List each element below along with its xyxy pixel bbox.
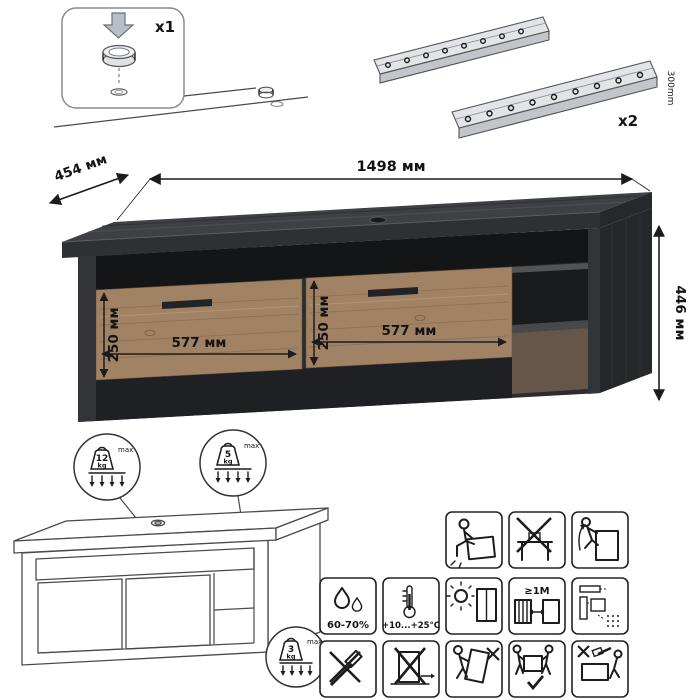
drawer-slide-icon xyxy=(451,60,658,139)
shelf-limit-note: max xyxy=(244,442,259,450)
width-label: 1498 мм xyxy=(356,159,425,175)
no-tools-icon xyxy=(319,640,377,698)
load-limit-shelf: 5 kg max xyxy=(199,429,267,497)
load-limit-top: 12 kg max xyxy=(73,433,141,501)
dimension-drawer1-width: 577 мм xyxy=(101,335,297,359)
top-limit-unit: kg xyxy=(98,462,107,470)
cam-qty-label: x1 xyxy=(155,18,175,36)
drawer1-height-label: 250 мм xyxy=(106,308,122,363)
top-panel xyxy=(61,192,652,258)
distributed-load-arrows xyxy=(215,471,251,483)
tv-stand-render xyxy=(61,192,652,422)
no-climbing-icon xyxy=(571,511,629,569)
dimension-drawer2-width: 577 мм xyxy=(311,323,507,347)
distance-label: ≥1M xyxy=(524,586,549,597)
dimension-depth: 454 мм xyxy=(48,151,130,205)
heat-distance-icon: ≥1M xyxy=(508,577,566,635)
distributed-load-arrows xyxy=(89,475,125,487)
top-limit-value: 12 xyxy=(96,454,109,464)
right-side-panel xyxy=(600,208,652,393)
drawer-limit-value: 3 xyxy=(288,645,294,655)
drawer-handle-icon xyxy=(162,299,212,309)
dimension-drawer2-height: 250 мм xyxy=(309,280,332,366)
tv-stand-outline xyxy=(13,507,329,666)
base-band xyxy=(96,357,512,421)
load-limit-drawer: 3 kg max xyxy=(265,626,327,688)
cam-on-panel-icon xyxy=(258,86,284,107)
drawer-front-left xyxy=(95,278,303,381)
top-limit-note: max xyxy=(118,446,133,454)
temperature-icon: +10...+25°C xyxy=(382,577,440,635)
left-panel-edge xyxy=(78,256,96,422)
drawer-front-right xyxy=(305,266,513,369)
cam-lock-icon xyxy=(102,44,136,96)
load-limit-diagram: 12 kg max 5 kg max xyxy=(13,429,329,688)
weight-icon: 12 kg xyxy=(90,446,114,470)
slides-qty-label: x2 xyxy=(618,112,638,130)
drawer-limit-unit: kg xyxy=(287,653,296,661)
weight-icon: 5 kg xyxy=(216,442,240,466)
no-sitting-icon xyxy=(445,511,503,569)
weight-icon: 3 kg xyxy=(279,637,303,661)
carry-two-people-icon xyxy=(508,640,566,698)
care-icon-grid: 60-70% +10...+25°C ≥1M xyxy=(319,511,629,698)
drawer-handle-icon xyxy=(368,287,418,297)
no-dragging-icon xyxy=(382,640,440,698)
drawer-slide-icon xyxy=(373,16,550,84)
checkmark-icon xyxy=(526,675,545,691)
shelf-limit-value: 5 xyxy=(225,450,231,460)
drawer1-width-label: 577 мм xyxy=(172,335,227,351)
drawer2-width-label: 577 мм xyxy=(382,323,437,339)
humidity-label: 60-70% xyxy=(327,620,369,631)
panel-edge-line xyxy=(53,96,309,128)
cam-fastener-callout: x1 xyxy=(53,7,309,128)
no-tipping-icon xyxy=(445,640,503,698)
distributed-load-arrows xyxy=(280,665,313,676)
right-open-compartment xyxy=(512,263,588,394)
height-label: 446 мм xyxy=(672,286,688,341)
drawer-limit-note: max xyxy=(307,638,322,646)
humidity-icon: 60-70% xyxy=(319,577,377,635)
shelf-limit-unit: kg xyxy=(224,458,233,466)
callout-pointer-line xyxy=(183,87,257,97)
no-sunlight-icon xyxy=(445,577,503,635)
dimension-drawer1-height: 250 мм xyxy=(99,292,122,378)
cable-grommet xyxy=(369,216,387,224)
depth-label: 454 мм xyxy=(52,151,109,185)
dimension-annotations: 1498 мм 454 мм 446 мм 250 мм 250 мм 577 … xyxy=(48,151,688,402)
no-standing-icon xyxy=(508,511,566,569)
assembly-icon xyxy=(571,577,629,635)
dimension-height: 446 мм xyxy=(653,224,688,402)
drawer2-height-label: 250 мм xyxy=(316,296,332,351)
no-hammering-icon xyxy=(571,640,629,698)
slide-length-label: 300mm xyxy=(665,71,675,106)
dimension-width: 1498 мм xyxy=(116,159,651,221)
fitting-dots xyxy=(607,615,619,627)
insert-down-arrow-icon xyxy=(102,12,135,39)
right-panel-edge xyxy=(588,228,600,394)
temperature-label: +10...+25°C xyxy=(382,621,440,631)
drawer-slides-illustration: 300mm x2 xyxy=(373,16,675,139)
top-open-shelf-gap xyxy=(96,229,588,290)
